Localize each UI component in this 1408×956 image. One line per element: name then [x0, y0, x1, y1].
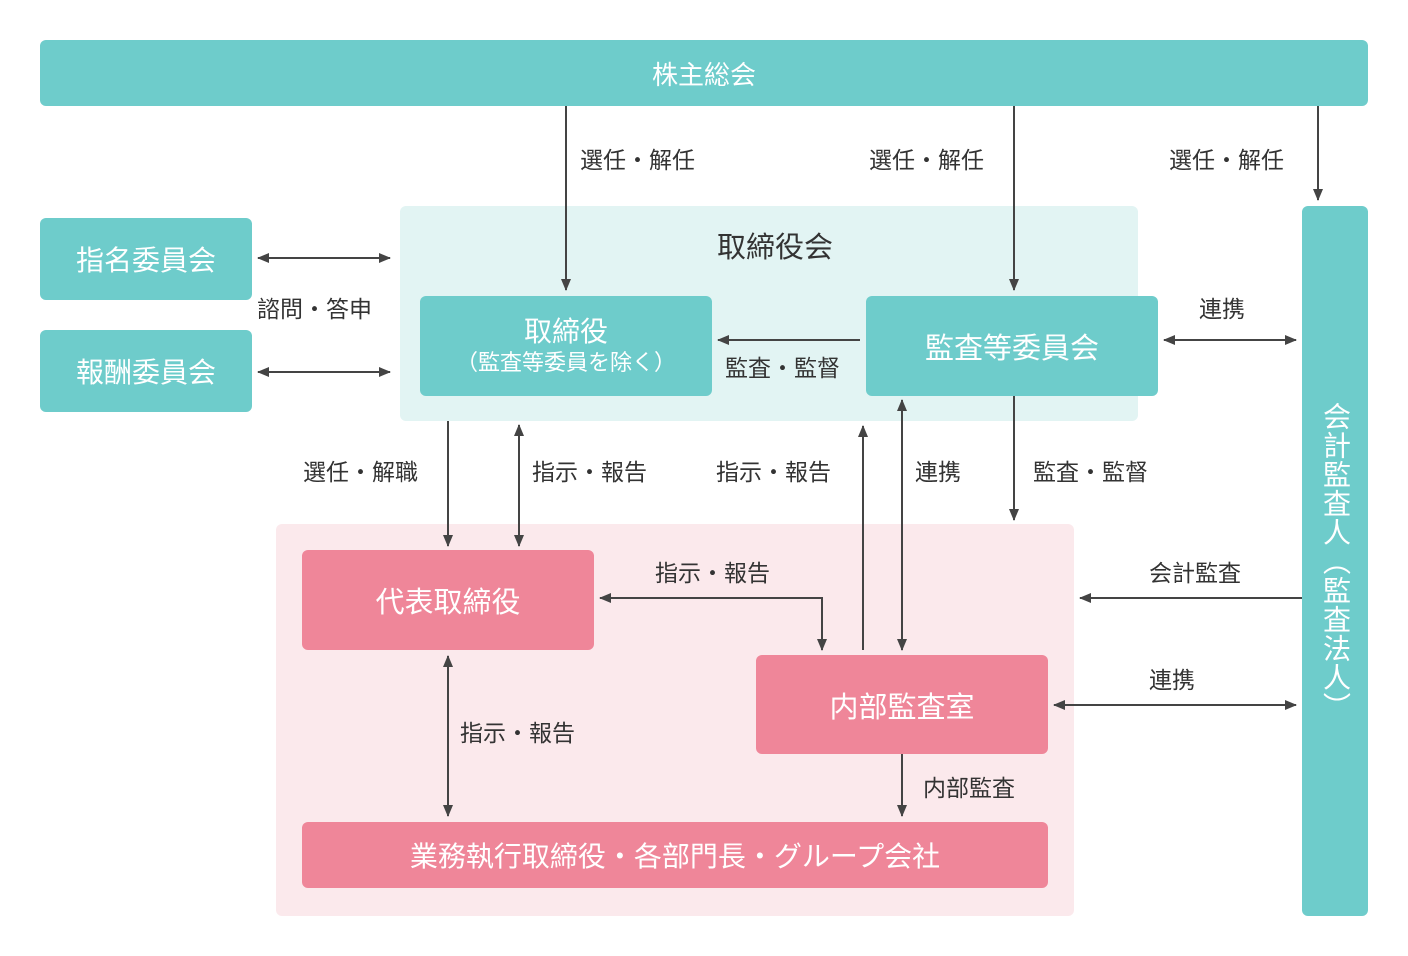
- representative-director-label: 代表取締役: [375, 585, 521, 619]
- label-appoint-dismiss-auditor: 選任・解任: [1169, 148, 1284, 174]
- label-appoint-dismiss-rep: 選任・解職: [303, 460, 418, 486]
- label-instruct-report-4: 指示・報告: [460, 721, 575, 747]
- label-appoint-dismiss-audit: 選任・解任: [869, 148, 984, 174]
- executive-officers-label: 業務執行取締役・各部門長・グループ会社: [409, 840, 941, 873]
- shareholders-box: 株主総会: [40, 40, 1368, 106]
- audit-committee-label: 監査等委員会: [924, 331, 1099, 365]
- label-instruct-report-3: 指示・報告: [655, 561, 770, 587]
- directors-label: 取締役: [523, 314, 608, 348]
- accounting-auditor-box: 会計監査人（監査法人）: [1302, 206, 1368, 916]
- label-accounting-audit: 会計監査: [1149, 561, 1241, 587]
- label-audit-supervise-board: 監査・監督: [725, 356, 840, 382]
- directors-box: 取締役 （監査等委員を除く）: [420, 296, 712, 396]
- label-internal-audit: 内部監査: [923, 776, 1015, 802]
- nomination-committee-label: 指名委員会: [75, 244, 216, 277]
- internal-audit-office-label: 内部監査室: [829, 689, 975, 724]
- shareholders-label: 株主総会: [651, 60, 756, 91]
- audit-committee-box: 監査等委員会: [866, 296, 1158, 396]
- label-instruct-report-1: 指示・報告: [532, 460, 647, 486]
- label-instruct-report-2: 指示・報告: [716, 460, 831, 486]
- label-cooperate-auditor: 連携: [1199, 297, 1245, 323]
- accounting-auditor-label: 会計監査人（監査法人）: [1319, 401, 1352, 721]
- label-cooperate-internal-auditor: 連携: [1149, 668, 1195, 694]
- label-appoint-dismiss-directors: 選任・解任: [580, 148, 695, 174]
- representative-director-box: 代表取締役: [302, 550, 594, 650]
- executive-officers-box: 業務執行取締役・各部門長・グループ会社: [302, 822, 1048, 888]
- internal-audit-office-box: 内部監査室: [756, 655, 1048, 754]
- label-consult-report: 諮問・答申: [257, 297, 372, 323]
- compensation-committee-box: 報酬委員会: [40, 330, 252, 412]
- label-audit-supervise-exec: 監査・監督: [1033, 460, 1148, 486]
- compensation-committee-label: 報酬委員会: [75, 356, 216, 389]
- board-title: 取締役会: [717, 230, 834, 264]
- label-cooperate-internal: 連携: [915, 460, 961, 486]
- nomination-committee-box: 指名委員会: [40, 218, 252, 300]
- directors-sublabel: （監査等委員を除く）: [455, 350, 676, 376]
